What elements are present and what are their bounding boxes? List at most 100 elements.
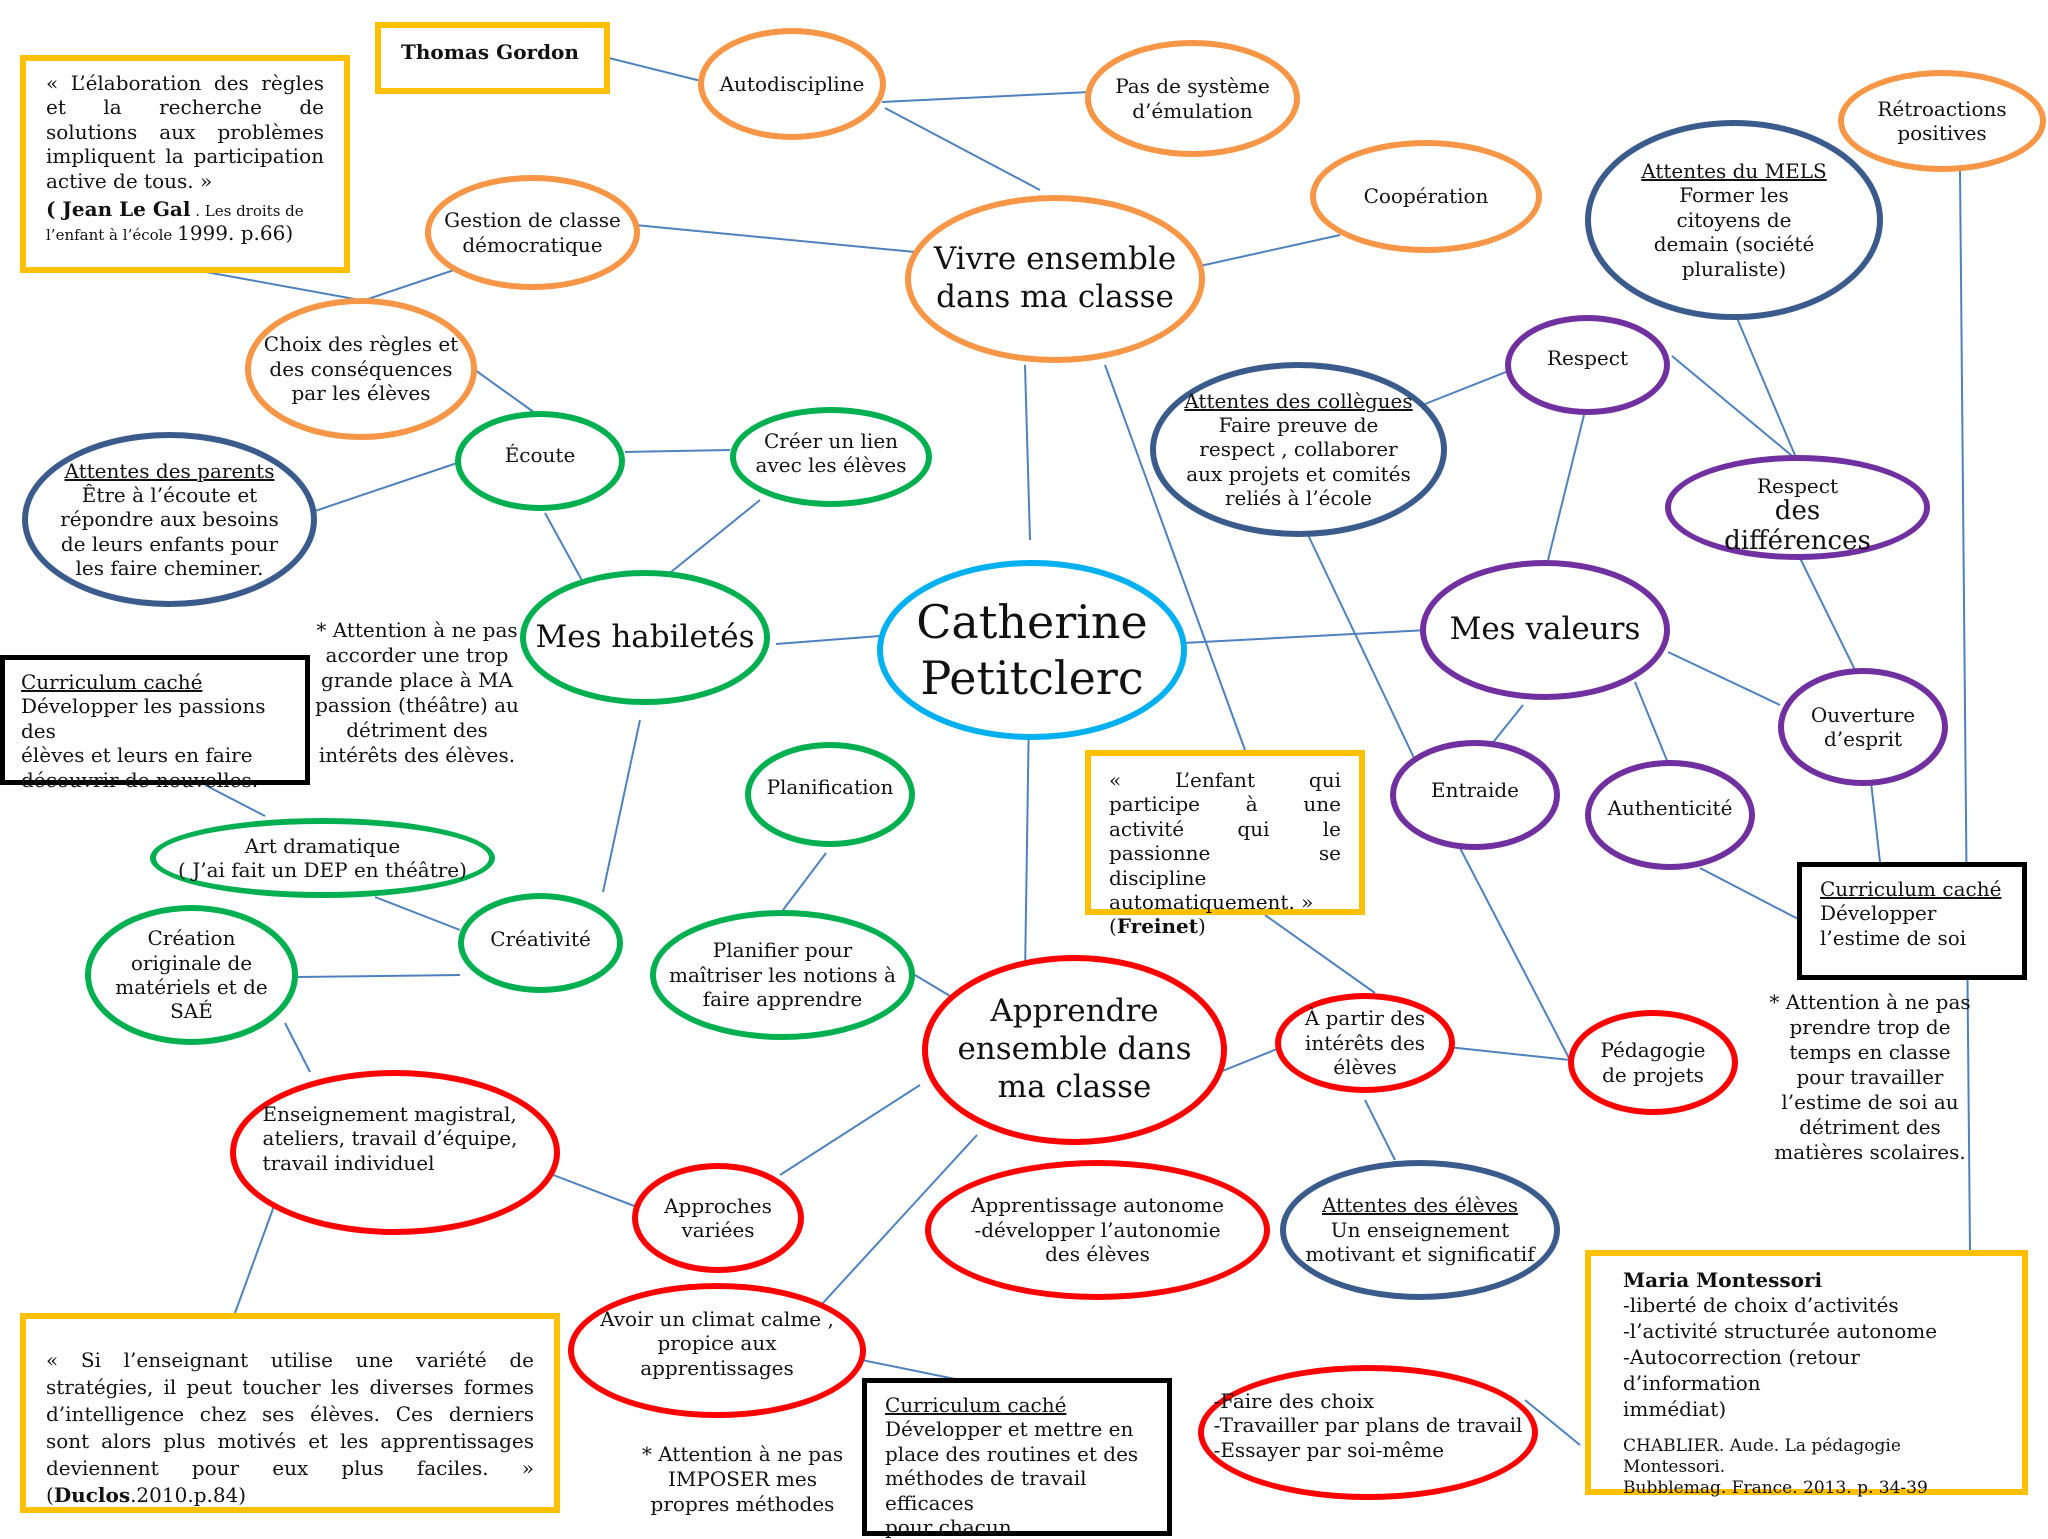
node-cooperation: Coopération: [1310, 140, 1542, 253]
legal-author: ( Jean Le Gal: [46, 196, 191, 221]
freinet-close: ): [1198, 914, 1206, 939]
connector-line: [204, 784, 266, 817]
node-attentes-eleves: Attentes des élèves Un enseignement moti…: [1280, 1160, 1560, 1300]
connector-line: [297, 974, 461, 978]
duclos-ref: .2010.p.84): [130, 1483, 247, 1507]
connector-line: [1264, 914, 1376, 994]
node-entraide: Entraide: [1390, 740, 1560, 850]
node-climat: Avoir un climat calme , propice aux appr…: [568, 1283, 866, 1418]
connector-line: [1214, 1046, 1283, 1075]
connector-line: [1671, 355, 1798, 461]
connector-line: [1199, 234, 1341, 267]
connector-line: [364, 267, 461, 301]
center-name: Catherine Petitclerc: [877, 560, 1187, 740]
node-pedagogie-projets: Pédagogie de projets: [1568, 1010, 1738, 1115]
freinet-open: (: [1109, 914, 1117, 939]
connector-line: [474, 369, 536, 414]
note-attention-methodes: * Attention à ne pas IMPOSER mes propres…: [641, 1442, 844, 1516]
node-attentes-collegues: Attentes des collègues Faire preuve de r…: [1150, 362, 1447, 537]
node-authenticite: Authenticité: [1585, 760, 1755, 870]
connector-line: [1364, 1099, 1396, 1161]
hub-mes-habiletes: Mes habiletés: [520, 570, 770, 705]
node-art-dramatique: Art dramatique ( J’ai fait un DEP en thé…: [150, 818, 495, 898]
note-attention-theatre: * Attention à ne pas accorder une trop g…: [315, 618, 519, 767]
box-citation-jean-le-gal: « L’élaboration des règles et la recherc…: [20, 55, 350, 273]
respect-differences-des: des: [1774, 496, 1821, 527]
connector-line: [547, 1172, 638, 1208]
connector-line: [374, 896, 461, 931]
connector-line: [884, 107, 1041, 191]
connector-line: [602, 719, 641, 893]
respect-differences-line2: différences: [1724, 526, 1871, 556]
connector-line: [624, 449, 731, 453]
connector-line: [1024, 364, 1031, 541]
node-planification: Planification: [745, 742, 915, 847]
node-creativite: Créativité: [458, 893, 623, 993]
note-attention-estime: * Attention à ne pas prendre trop de tem…: [1769, 990, 1971, 1164]
connector-line: [1667, 651, 1781, 706]
connector-line: [1547, 414, 1585, 561]
freinet-author: Freinet: [1116, 914, 1199, 939]
connector-line: [1424, 369, 1512, 405]
node-retroactions: Rétroactions positives: [1838, 70, 2046, 172]
connector-line: [881, 91, 1091, 103]
connector-line: [1447, 1046, 1571, 1061]
node-a-partir-interets: À partir des intérêts des élèves: [1275, 993, 1455, 1093]
connector-line: [779, 1084, 921, 1176]
node-apprentissage-autonome: Apprentissage autonome -développer l’aut…: [925, 1160, 1270, 1300]
connector-line: [1699, 867, 1801, 921]
connector-line: [799, 1134, 978, 1329]
hub-vivre-ensemble: Vivre ensemble dans ma classe: [905, 195, 1205, 363]
node-gestion-classe: Gestion de classe démocratique: [425, 175, 640, 290]
duclos-author: Duclos: [53, 1483, 131, 1507]
node-creation-originale: Création originale de matériels et de SA…: [85, 905, 298, 1045]
node-respect: Respect: [1505, 315, 1670, 415]
connector-line: [311, 461, 461, 513]
node-respect-differences: Respect des différences: [1665, 455, 1930, 560]
connector-line: [1799, 557, 1856, 671]
node-planifier: Planifier pour maîtriser les notions à f…: [650, 910, 915, 1040]
connector-line: [194, 269, 361, 301]
node-attentes-parents: Attentes des parents Être à l’écoute et …: [22, 432, 317, 607]
node-approches-variees: Approches variées: [632, 1163, 804, 1273]
connector-line: [1299, 517, 1416, 761]
node-creer-lien: Créer un lien avec les élèves: [730, 407, 932, 507]
box-curriculum-cache-passions: Curriculum caché Développer les passions…: [0, 655, 310, 792]
connector-line: [1459, 847, 1571, 1061]
connector-line: [1634, 681, 1669, 764]
box-maria-montessori: Maria Montessori -liberté de choix d’act…: [1585, 1250, 2028, 1498]
node-pas-emulation: Pas de système d’émulation: [1085, 40, 1300, 157]
node-ouverture-esprit: Ouverture d’esprit: [1778, 668, 1948, 786]
duclos-quote: « Si l’enseignant utilise une variété de…: [46, 1348, 534, 1480]
respect-differences-word: Respect: [1756, 474, 1839, 499]
box-thomas-gordon: Thomas Gordon: [375, 22, 610, 94]
connector-line: [1736, 317, 1798, 461]
duclos-open: (: [46, 1483, 54, 1507]
node-autodiscipline: Autodiscipline: [698, 28, 886, 140]
legal-ref: 1999. p.66): [177, 221, 294, 246]
connector-line: [782, 852, 827, 911]
node-enseignement-magistral: Enseignement magistral, ateliers, travai…: [230, 1070, 560, 1235]
box-curriculum-cache-routines: Curriculum caché Développer et mettre en…: [862, 1378, 1172, 1539]
connector-line: [1959, 169, 1971, 1251]
node-ecoute: Écoute: [455, 411, 625, 511]
connector-line: [634, 224, 916, 253]
hub-mes-valeurs: Mes valeurs: [1420, 560, 1670, 700]
connector-line: [1182, 629, 1429, 644]
box-curriculum-cache-estime: Curriculum caché Développer l’estime de …: [1797, 862, 2027, 980]
connector-line: [234, 1194, 279, 1314]
connector-line: [1870, 781, 1881, 863]
box-citation-duclos: « Si l’enseignant utilise une variété de…: [20, 1313, 560, 1513]
node-faire-choix: -Faire des choix -Travailler par plans d…: [1198, 1365, 1538, 1500]
node-attentes-mels: Attentes du MELS Former les citoyens de …: [1585, 120, 1883, 320]
connector-line: [1104, 364, 1246, 751]
connector-line: [284, 1022, 311, 1073]
hub-apprendre-ensemble: Apprendre ensemble dans ma classe: [922, 955, 1227, 1145]
node-choix-regles: Choix des règles et des conséquences par…: [245, 298, 477, 440]
connector-line: [775, 635, 881, 645]
legal-source: . Les droits de l’enfant à l’école: [46, 201, 304, 245]
connector-line: [604, 56, 706, 83]
connector-line: [1524, 1399, 1581, 1446]
box-citation-freinet: « L’enfant qui participe à une activité …: [1085, 750, 1365, 938]
